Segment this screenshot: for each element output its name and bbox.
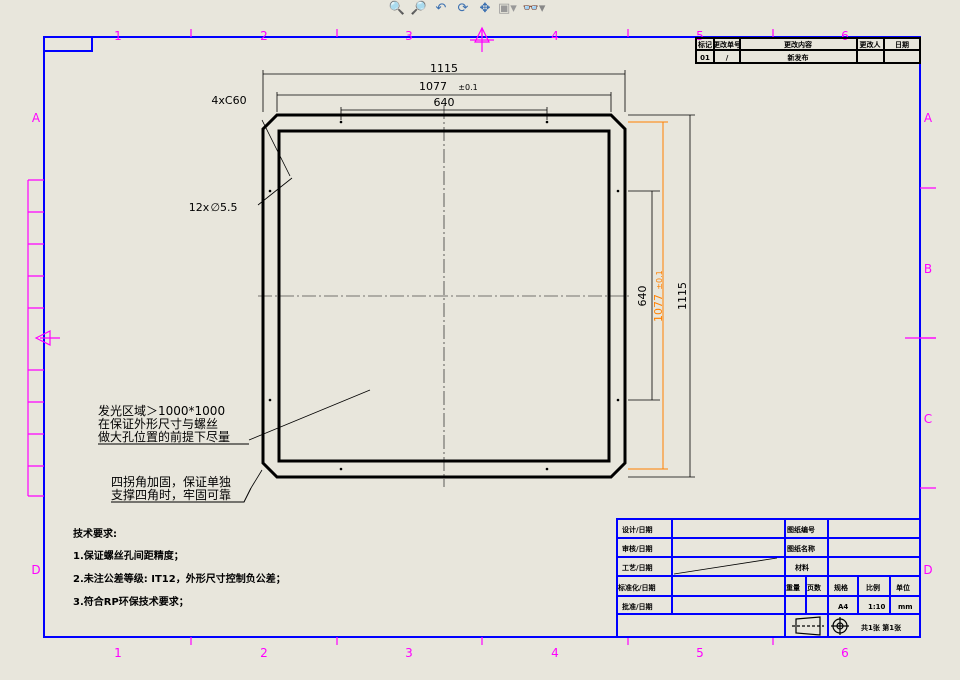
- zone-col-5-bottom: 5: [696, 646, 704, 660]
- value-format: A4: [838, 603, 848, 611]
- note-corners: 四拐角加固，保证单独 支撑四角时，牢固可靠: [111, 474, 252, 503]
- part-view: 1115 1077 ±0.1 640 4xC60 12x ∅5.5 1115 6…: [98, 62, 695, 503]
- tech-item-3: 3.符合RP环保技术要求；: [73, 595, 189, 608]
- zone-col-3: 3: [405, 29, 413, 43]
- zone-col-5: 5: [696, 29, 704, 43]
- zone-ticks: [27, 26, 936, 645]
- rev-mark: 01: [700, 54, 710, 62]
- label-material: 材料: [794, 563, 809, 572]
- zone-row-b-right: B: [924, 262, 932, 276]
- rotate-icon[interactable]: ⟳: [457, 1, 469, 16]
- zone-col-6-bottom: 6: [841, 646, 849, 660]
- zone-labels: 1 2 3 4 5 6 1 2 3 4 5 6 A B C D A B C D: [31, 29, 933, 660]
- zoom-to-fit-icon[interactable]: 🔍: [388, 1, 406, 16]
- label-drawing-name: 图纸名称: [787, 544, 815, 553]
- value-unit: mm: [898, 603, 913, 611]
- zone-col-4: 4: [551, 29, 559, 43]
- rev-header-change-no: 更改单号: [713, 40, 741, 49]
- dim-holes-diameter: ∅5.5: [210, 201, 237, 214]
- note-light-area: 发光区域＞1000*1000 在保证外形尺寸与螺丝 做大孔位置的前提下尽量: [98, 403, 249, 445]
- previous-view-icon[interactable]: ↶: [435, 1, 447, 16]
- tech-title: 技术要求:: [73, 527, 117, 540]
- zone-col-2-bottom: 2: [260, 646, 268, 660]
- dim-width-1077: 1077: [419, 80, 447, 93]
- dim-height-640: 640: [636, 286, 649, 307]
- zone-row-a: A: [32, 111, 41, 125]
- value-scale: 1:10: [868, 603, 886, 611]
- pan-icon[interactable]: ✥: [479, 1, 491, 16]
- dim-chamfer: 4xC60: [211, 94, 246, 107]
- note-line: 支撑四角时，牢固可靠: [111, 487, 231, 502]
- sheet-count: 共1张 第1张: [861, 623, 902, 632]
- dim-holes-count: 12x: [189, 201, 210, 214]
- zone-col-4-bottom: 4: [551, 646, 559, 660]
- display-style-icon[interactable]: ▣▾: [498, 1, 517, 16]
- zone-row-c-right: C: [924, 412, 932, 426]
- label-unit: 单位: [896, 583, 910, 592]
- label-weight: 重量: [786, 583, 800, 592]
- zone-col-3-bottom: 3: [405, 646, 413, 660]
- title-block: 设计/日期 审核/日期 工艺/日期 标准化/日期 批准/日期 图纸编号 图纸名称…: [616, 518, 921, 638]
- tech-item-2: 2.未注公差等级: IT12，外形尺寸控制负公差；: [73, 572, 286, 585]
- zone-row-d-right: D: [923, 563, 932, 577]
- zoom-area-icon[interactable]: 🔎: [410, 1, 428, 16]
- dim-height-tolerance: ±0.1: [655, 270, 664, 289]
- label-scale: 比例: [866, 583, 880, 592]
- zone-col-6: 6: [841, 29, 849, 43]
- zone-row-d: D: [31, 563, 40, 577]
- rev-header-person: 更改人: [860, 40, 882, 49]
- note-line: 在保证外形尺寸与螺丝: [98, 417, 218, 431]
- tech-item-1: 1.保证螺丝孔间距精度；: [73, 549, 184, 562]
- rev-header-mark: 标记: [697, 40, 712, 49]
- label-design: 设计/日期: [622, 525, 653, 534]
- label-approve: 批准/日期: [622, 602, 653, 611]
- projection-symbol-icon: [792, 616, 849, 636]
- dim-width-1115: 1115: [430, 62, 458, 75]
- label-review: 审核/日期: [622, 544, 653, 553]
- label-standard: 标准化/日期: [617, 583, 656, 592]
- zone-col-1: 1: [114, 29, 122, 43]
- dim-width-tolerance: ±0.1: [458, 83, 477, 92]
- view-toolbar: 🔍 🔎 ↶ ⟳ ✥ ▣▾ 👓▾: [388, 0, 548, 18]
- zone-col-2: 2: [260, 29, 268, 43]
- rev-change-no: /: [726, 54, 729, 62]
- technical-requirements: 技术要求: 1.保证螺丝孔间距精度； 2.未注公差等级: IT12，外形尺寸控制…: [73, 527, 286, 608]
- rev-content: 新发布: [788, 53, 809, 62]
- zone-row-a-right: A: [924, 111, 933, 125]
- dim-width-640: 640: [434, 96, 455, 109]
- zone-col-1-bottom: 1: [114, 646, 122, 660]
- dim-height-1115: 1115: [676, 282, 689, 310]
- dim-height-1077: 1077: [652, 294, 665, 322]
- view-settings-icon[interactable]: 👓▾: [522, 1, 546, 16]
- label-format: 规格: [834, 583, 849, 592]
- label-drawing-no: 图纸编号: [787, 525, 815, 534]
- note-line: 发光区域＞1000*1000: [98, 403, 225, 418]
- label-process: 工艺/日期: [622, 563, 653, 572]
- revision-table: 标记 更改单号 更改内容 更改人 日期 01 / 新发布: [695, 37, 921, 64]
- note-line: 四拐角加固，保证单独: [111, 474, 231, 489]
- rev-header-content: 更改内容: [784, 40, 812, 49]
- note-line: 做大孔位置的前提下尽量: [98, 429, 230, 444]
- label-pages: 页数: [807, 583, 822, 592]
- rev-header-date: 日期: [895, 40, 909, 49]
